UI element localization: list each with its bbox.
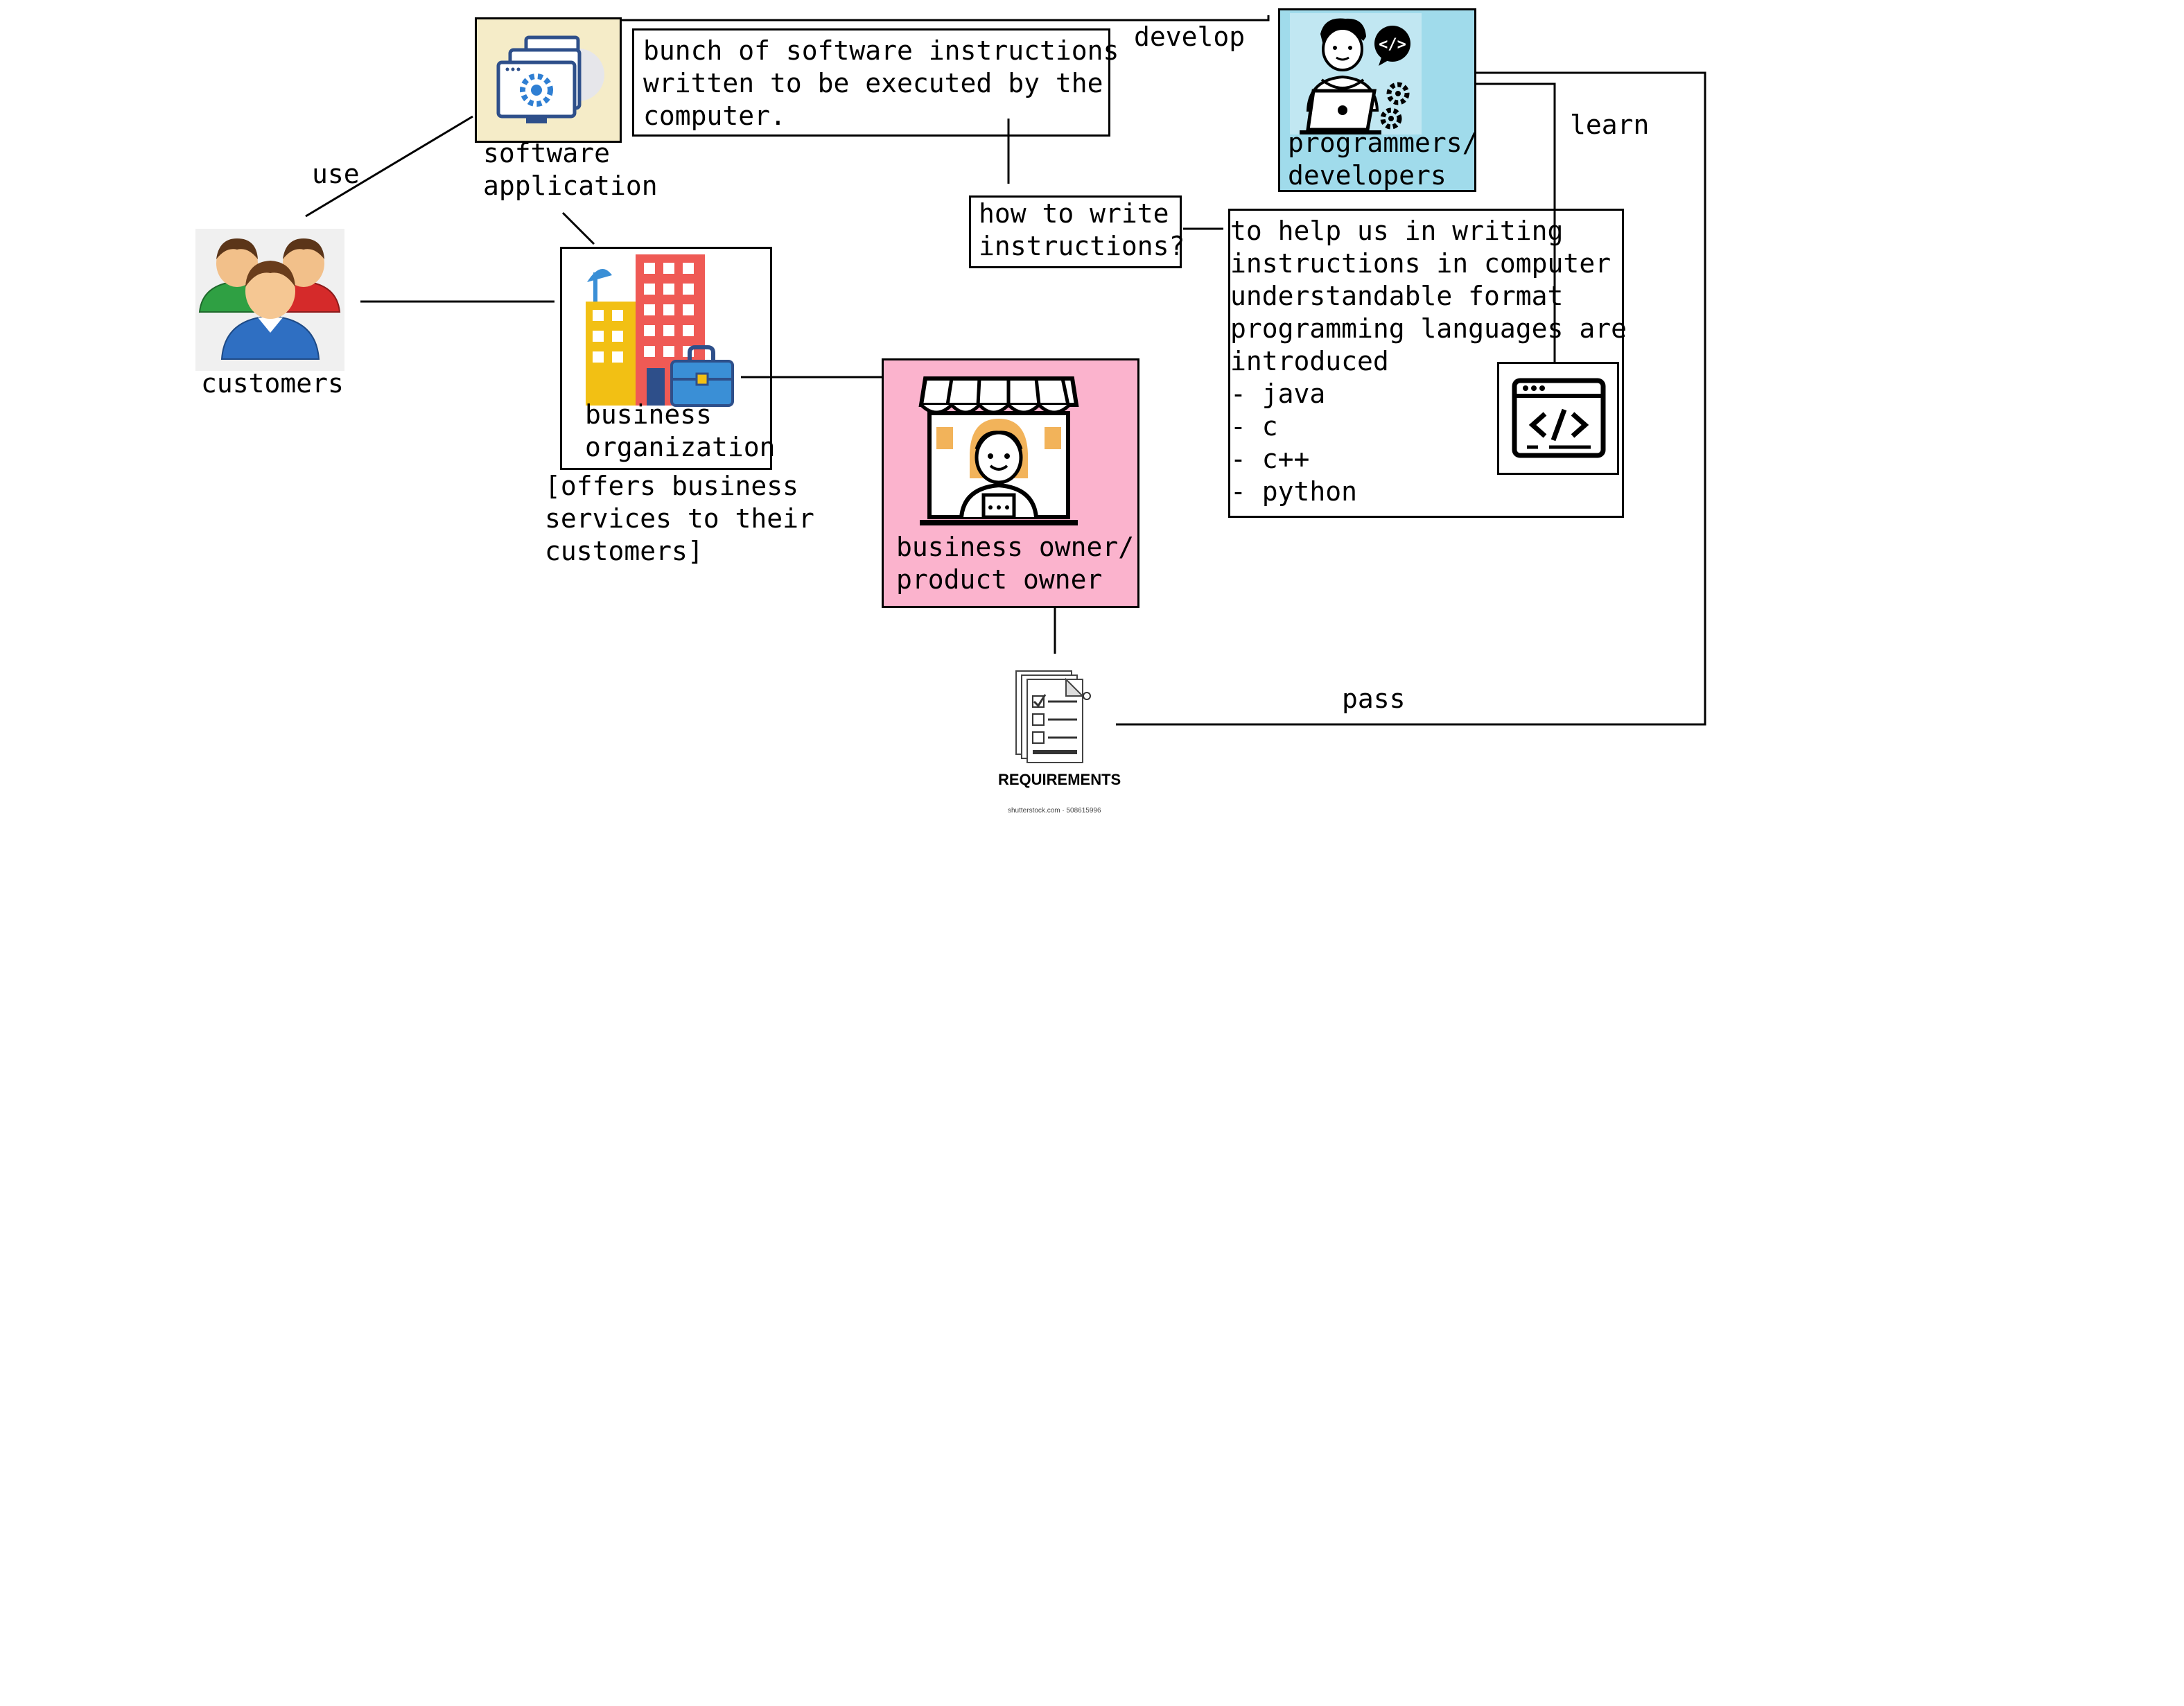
develop-label: develop: [1134, 21, 1246, 52]
pass-label: pass: [1342, 684, 1406, 714]
svg-text:</>: </>: [1379, 36, 1406, 53]
developer-laptop-icon: </>: [1290, 13, 1422, 134]
business-organization-note: [offers business services to their custo…: [545, 471, 814, 566]
programming-languages-box: to help us in writing instructions in co…: [1228, 209, 1627, 518]
code-window-frame: [1497, 362, 1619, 475]
customers-group-icon: [195, 229, 344, 371]
programmers-label: programmers/ developers: [1288, 128, 1478, 191]
question-box: how to write instructions?: [969, 195, 1185, 268]
question-text: how to write instructions?: [979, 198, 1185, 261]
edge-pass: [1116, 71, 1706, 726]
software-application-label: software application: [483, 138, 658, 201]
definition-text: bunch of software instructions written t…: [643, 35, 1119, 131]
requirements-credit: shutterstock.com · 508615996: [1008, 807, 1101, 815]
edge-app-org: [561, 211, 595, 245]
software-application-node: [475, 17, 622, 143]
shop-owner-icon: [918, 376, 1079, 525]
business-organization-label: business organization: [585, 399, 776, 462]
edge-use: [305, 115, 473, 218]
business-owner-node: business owner/ product owner: [882, 358, 1139, 608]
business-organization-node: business organization: [560, 247, 776, 470]
office-buildings-icon: [586, 254, 734, 407]
programmers-node: </> programmers/ developers: [1278, 8, 1478, 192]
use-label: use: [312, 159, 360, 189]
customers-label: customers: [201, 368, 344, 399]
definition-box: bunch of software instructions written t…: [632, 28, 1119, 137]
code-window-icon: [1512, 378, 1606, 458]
business-owner-label: business owner/ product owner: [896, 532, 1135, 595]
gear-monitor-icon: [496, 35, 604, 123]
learn-label: learn: [1570, 110, 1650, 140]
requirements-label: REQUIREMENTS: [998, 771, 1121, 788]
requirements-document-icon: [1015, 670, 1091, 763]
programming-languages-text: to help us in writing instructions in co…: [1230, 216, 1627, 507]
edge-develop: [615, 15, 1270, 21]
